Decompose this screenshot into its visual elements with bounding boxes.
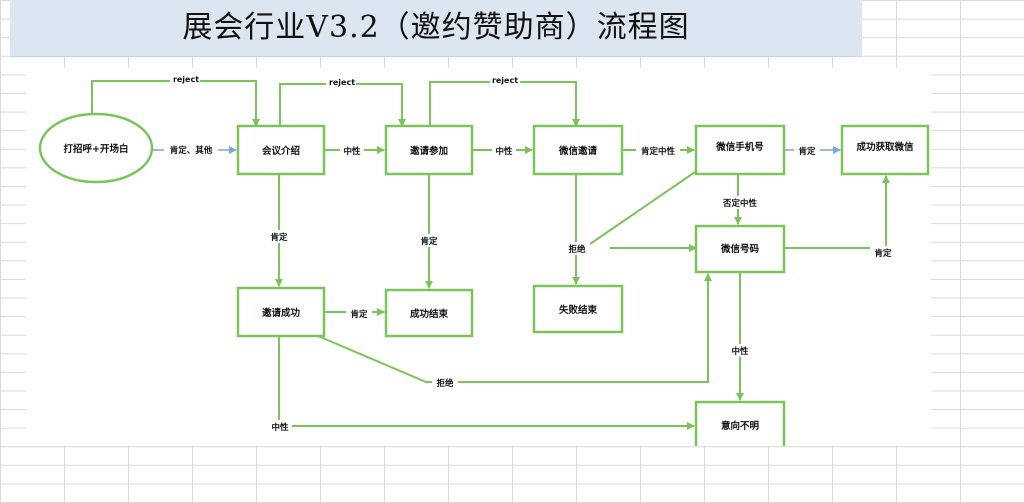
- node-label-meeting-intro: 会议介绍: [262, 145, 300, 157]
- edge-reject-loop-2: [279, 83, 406, 127]
- node-label-greeting: 打招呼+开场白: [64, 143, 129, 155]
- edge-labels: 肯定、其他 reject reject reject 中性 中性 肯定中性 肯定…: [164, 73, 896, 433]
- edge-label-neutral-2: 中性: [495, 146, 513, 157]
- node-get-wechat-success: [840, 124, 930, 176]
- edge-label-negative-neutral: 否定中性: [722, 198, 758, 209]
- edge-label-reject-3: reject: [492, 76, 518, 85]
- node-label-wechat-id: 微信号码: [720, 243, 760, 255]
- edge-wechat-id-to-success: [782, 175, 890, 249]
- edge-label-positive-4: 肯定: [350, 309, 368, 320]
- node-invite-attend: [384, 124, 474, 176]
- node-invite-success: [236, 286, 326, 338]
- node-success-end: [384, 288, 474, 338]
- edge-label-positive-neutral: 肯定中性: [641, 146, 676, 157]
- node-label-fail-end: 失败结束: [559, 304, 598, 316]
- edge-label-positive-5: 肯定: [874, 248, 892, 259]
- node-label-invite-success: 邀请成功: [262, 307, 301, 319]
- flowchart-canvas: 肯定、其他 reject reject reject 中性 中性 肯定中性 肯定…: [26, 68, 931, 446]
- edge-label-positive-3: 肯定: [420, 236, 438, 247]
- edge-phone-to-reject-diag: [589, 169, 699, 245]
- node-unclear-intent: [694, 400, 786, 446]
- edge-label-neutral-4: 中性: [271, 422, 289, 433]
- edge-invite-success-reject: [317, 273, 712, 383]
- node-meeting-intro: [236, 124, 326, 176]
- edge-label-positive-2: 肯定: [270, 232, 288, 243]
- node-label-wechat-invite: 微信邀请: [558, 145, 598, 157]
- flowchart-svg: 肯定、其他 reject reject reject 中性 中性 肯定中性 肯定…: [38, 73, 930, 446]
- node-label-get-wechat-success: 成功获取微信: [856, 141, 914, 153]
- edge-label-reject-2: reject: [329, 78, 355, 87]
- edge-label-neutral-3: 中性: [731, 346, 749, 357]
- title-bar: 展会行业V3.2（邀约赞助商）流程图: [10, 0, 862, 57]
- edge-label-positive-1: 肯定: [798, 146, 816, 157]
- node-label-wechat-phone: 微信手机号: [715, 141, 764, 153]
- edge-label-reject-cn-2: 拒绝: [436, 378, 454, 389]
- node-greeting: [38, 112, 154, 184]
- nodes: [38, 112, 930, 446]
- node-label-unclear-intent: 意向不明: [721, 420, 760, 432]
- node-labels: 打招呼+开场白 会议介绍 邀请参加 微信邀请 微信手机号 成功获取微信 邀请成功…: [64, 141, 914, 432]
- node-wechat-invite: [532, 124, 624, 176]
- page-title: 展会行业V3.2（邀约赞助商）流程图: [182, 10, 690, 45]
- node-label-invite-attend: 邀请参加: [410, 145, 448, 157]
- edge-label-neutral-1: 中性: [343, 146, 361, 157]
- node-fail-end: [532, 284, 624, 334]
- edge-label-reject-cn-1: 拒绝: [568, 244, 586, 255]
- edge-label-positive-other: 肯定、其他: [170, 145, 213, 156]
- edge-label-reject-1: reject: [173, 75, 199, 84]
- node-label-success-end: 成功结束: [410, 308, 449, 320]
- node-wechat-id: [694, 224, 786, 274]
- node-wechat-phone: [694, 124, 786, 176]
- edge-reject-loop-3: [429, 81, 580, 127]
